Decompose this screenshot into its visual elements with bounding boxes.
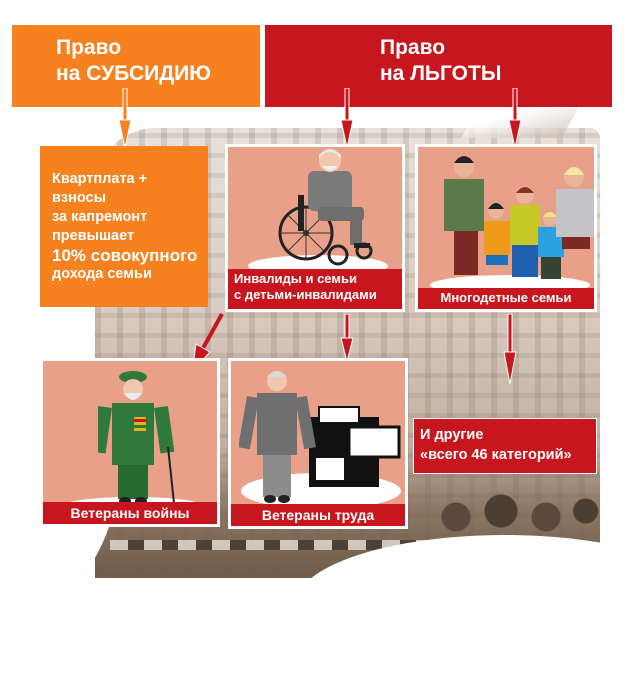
category-label: Ветераны войны [43,502,217,524]
arrow-down-icon [503,314,517,385]
condition-line: превышает [52,228,135,244]
worker-machine-icon [239,371,401,503]
family-icon [444,156,594,279]
background-road-curb [110,540,550,550]
condition-line: взносы [52,190,106,206]
category-label: Инвалиды и семьи с детьми-инвалидами [228,269,402,309]
condition-line: Квартплата + [52,171,148,187]
header-benefits: Право на ЛЬГОТЫ [265,25,612,107]
category-card-labor-veterans: Ветераны труда [228,358,408,529]
header-subsidy-line1: Право [56,36,122,59]
condition-line: за капремонт [52,209,148,225]
category-card-large-families: Многодетные семьи [415,144,597,312]
category-card-war-veterans: Ветераны войны [40,358,220,527]
others-line2: «всего 46 категорий» [420,447,572,463]
other-categories-box: И другие «всего 46 категорий» [413,418,597,474]
wheelchair-icon [278,149,373,266]
background-trees [420,475,600,535]
condition-line: дохода семьи [52,266,152,282]
header-benefits-line1: Право [380,36,446,59]
arrow-down-icon [118,88,132,149]
subsidy-condition-box: Квартплата + взносы за капремонт превыша… [40,146,208,307]
header-subsidy: Право на СУБСИДИЮ [12,25,260,107]
arrow-down-icon [340,88,354,149]
category-label: Ветераны труда [231,504,405,526]
category-card-disabled: Инвалиды и семьи с детьми-инвалидами [225,144,405,312]
others-line1: И другие [420,427,484,443]
label-line2: с детьми-инвалидами [234,287,377,302]
arrow-down-icon [508,88,522,149]
condition-line-percent: 10% совокупного [52,246,198,265]
category-label: Многодетные семьи [418,288,594,309]
veteran-icon [98,371,175,505]
arrow-down-icon [340,314,354,363]
header-subsidy-line2: на СУБСИДИЮ [56,62,211,85]
header-benefits-line2: на ЛЬГОТЫ [380,62,502,85]
label-line1: Инвалиды и семьи [234,271,357,286]
